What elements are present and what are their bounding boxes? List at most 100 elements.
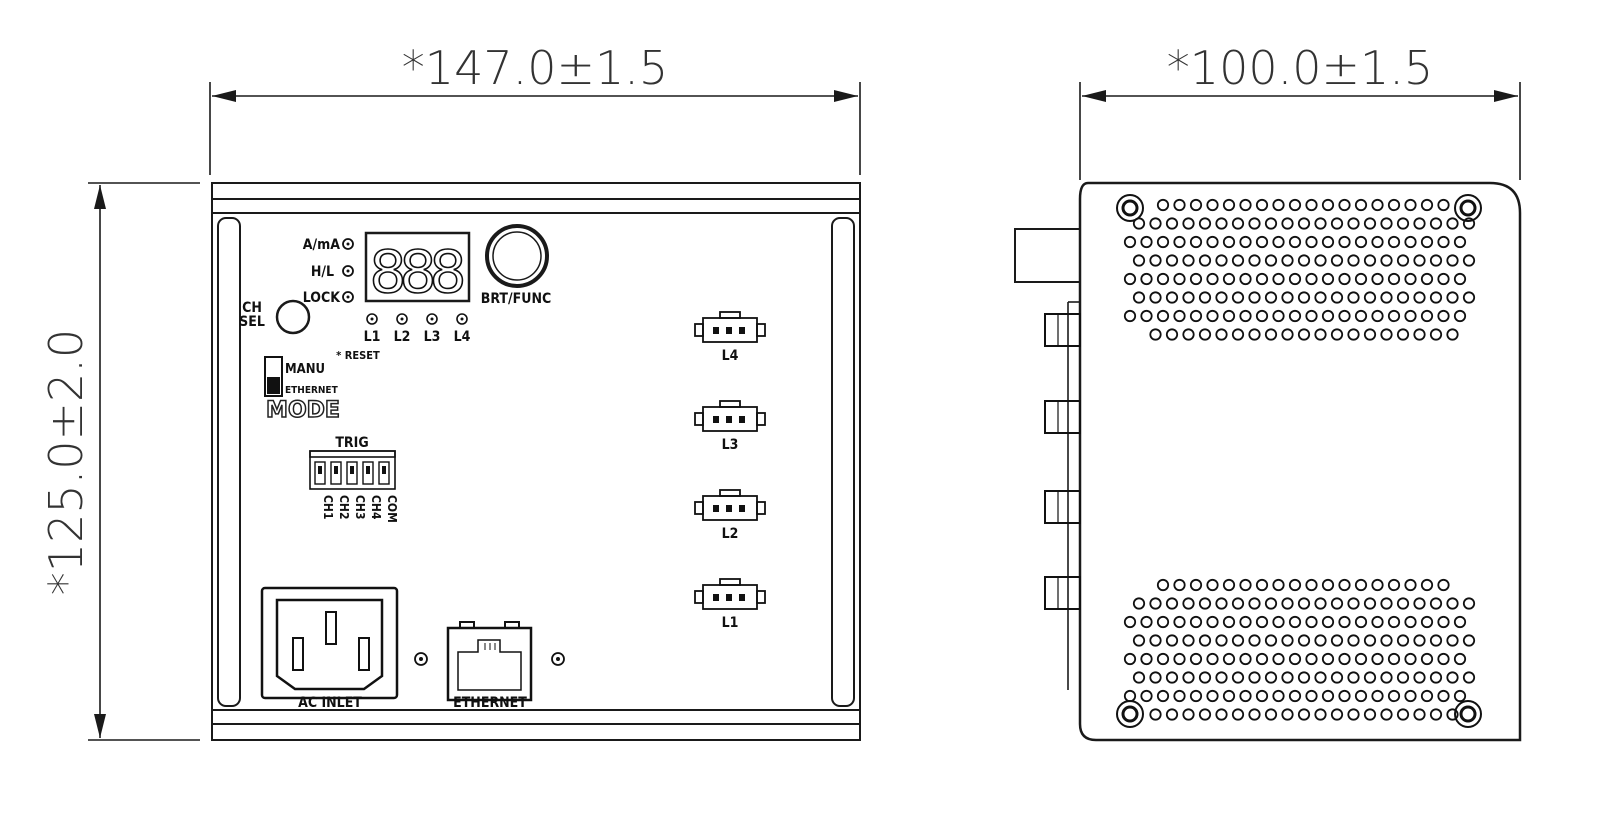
trig-pin[interactable] xyxy=(330,461,342,485)
vent-hole xyxy=(1231,634,1245,647)
vent-hole xyxy=(1264,671,1278,684)
vent-hole xyxy=(1404,689,1417,703)
vent-hole xyxy=(1255,615,1269,629)
trig-pin[interactable] xyxy=(362,461,374,485)
trig-pin-contact xyxy=(334,466,338,474)
ch-sel-button[interactable] xyxy=(275,299,311,335)
vent-hole xyxy=(1272,272,1285,286)
vent-hole xyxy=(1281,634,1294,647)
vent-hole xyxy=(1396,217,1410,230)
ac-inlet[interactable] xyxy=(260,586,399,700)
vent-hole xyxy=(1387,309,1401,323)
vent-hole xyxy=(1305,309,1318,323)
display-digit-1: 8 xyxy=(370,238,407,306)
vent-hole xyxy=(1288,198,1302,212)
vent-hole xyxy=(1371,615,1384,629)
dimension-height xyxy=(88,182,200,741)
vent-hole xyxy=(1305,615,1318,629)
vent-hole xyxy=(1363,254,1377,267)
vent-hole xyxy=(1437,689,1450,703)
mode-switch[interactable] xyxy=(264,356,283,397)
front-view xyxy=(211,182,861,741)
vent-hole xyxy=(1173,615,1186,629)
vent-hole xyxy=(1255,652,1269,666)
vent-hole xyxy=(1239,652,1252,666)
vent-hole xyxy=(1272,615,1285,629)
side-connector xyxy=(1044,490,1081,524)
vent-hole xyxy=(1413,708,1426,721)
vent-hole xyxy=(1189,578,1203,592)
vent-hole xyxy=(1215,291,1228,304)
vent-hole xyxy=(1413,597,1426,610)
mode-option-ethernet: ETHERNET xyxy=(285,385,339,396)
output-connector[interactable] xyxy=(694,578,766,610)
vent-hole xyxy=(1404,578,1417,592)
vent-hole xyxy=(1239,198,1252,212)
vent-hole xyxy=(1354,689,1368,703)
vent-hole xyxy=(1264,291,1278,304)
vent-hole xyxy=(1281,708,1294,721)
vent-hole xyxy=(1156,615,1170,629)
vent-hole xyxy=(1149,671,1162,684)
led-l1 xyxy=(366,313,378,325)
trig-pin[interactable] xyxy=(378,461,390,485)
trig-pin[interactable] xyxy=(314,461,326,485)
vent-hole xyxy=(1288,578,1302,592)
vent-hole xyxy=(1396,634,1410,647)
vent-hole xyxy=(1222,578,1236,592)
vent-hole xyxy=(1288,689,1302,703)
vent-hole xyxy=(1248,708,1261,721)
output-connector[interactable] xyxy=(694,489,766,521)
vent-hole xyxy=(1321,198,1335,212)
vent-hole xyxy=(1437,309,1450,323)
vent-hole xyxy=(1371,309,1384,323)
vent-hole xyxy=(1165,634,1179,647)
vent-hole xyxy=(1413,634,1426,647)
vent-hole xyxy=(1420,652,1434,666)
trig-pin[interactable] xyxy=(346,461,358,485)
vent-hole xyxy=(1330,708,1344,721)
vent-hole xyxy=(1165,597,1179,610)
brightness-knob[interactable] xyxy=(485,224,549,288)
front-housing xyxy=(211,182,861,741)
vent-hole xyxy=(1255,309,1269,323)
vent-hole xyxy=(1149,217,1162,230)
vent-hole xyxy=(1404,198,1417,212)
vent-hole xyxy=(1248,291,1261,304)
vent-hole xyxy=(1123,272,1137,286)
ethernet-port[interactable] xyxy=(446,621,533,702)
vent-hole xyxy=(1462,597,1476,610)
vent-hole xyxy=(1429,597,1443,610)
dimension-height-label: *125.0±2.0 xyxy=(39,329,93,595)
front-rail-right xyxy=(831,217,855,707)
vent-hole xyxy=(1387,578,1401,592)
vent-hole xyxy=(1396,708,1410,721)
output-connector[interactable] xyxy=(694,400,766,432)
vent-hole xyxy=(1363,708,1377,721)
vent-hole xyxy=(1165,291,1179,304)
vent-hole xyxy=(1462,634,1476,647)
vent-hole xyxy=(1156,235,1170,249)
vent-hole xyxy=(1420,235,1434,249)
front-rail-left xyxy=(217,217,241,707)
vent-hole xyxy=(1305,235,1318,249)
vent-hole xyxy=(1255,689,1269,703)
vent-hole xyxy=(1264,708,1278,721)
vent-hole xyxy=(1338,309,1351,323)
vent-hole xyxy=(1156,689,1170,703)
side-connector xyxy=(1044,313,1081,347)
output-connector[interactable] xyxy=(694,311,766,343)
vent-hole xyxy=(1429,254,1443,267)
vent-hole xyxy=(1264,597,1278,610)
vent-hole xyxy=(1215,597,1228,610)
vent-hole xyxy=(1446,597,1459,610)
vent-hole xyxy=(1380,217,1393,230)
vent-hole xyxy=(1239,235,1252,249)
vent-hole xyxy=(1330,597,1344,610)
trig-pin-label: CH4 xyxy=(369,495,383,520)
vent-hole xyxy=(1297,597,1311,610)
vent-hole xyxy=(1173,309,1186,323)
vent-hole xyxy=(1288,272,1302,286)
vent-hole xyxy=(1149,708,1162,721)
